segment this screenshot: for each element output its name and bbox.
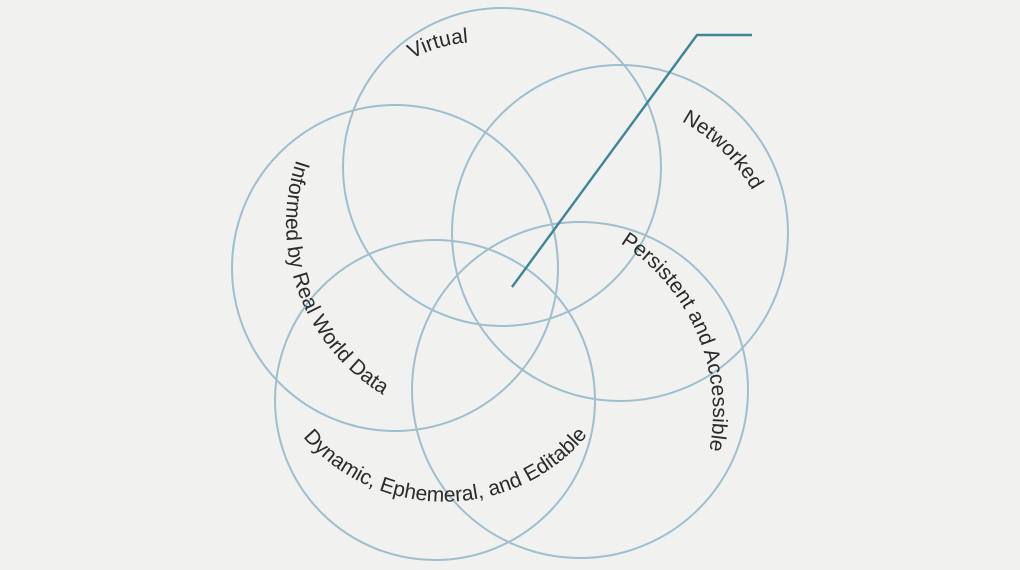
label-virtual: Virtual <box>404 25 469 64</box>
label-persistent-text: Persistent and Accessible <box>617 228 731 453</box>
pointer-line <box>511 33 752 288</box>
petal-informed <box>231 104 559 432</box>
label-dynamic: Dynamic, Ephemeral, and Editable <box>299 423 591 507</box>
petal-dynamic <box>274 239 596 561</box>
label-networked-text: Networked <box>679 106 768 194</box>
label-dynamic-text: Dynamic, Ephemeral, and Editable <box>299 423 591 507</box>
label-informed: Informed by Real World Data <box>281 158 393 399</box>
label-persistent: Persistent and Accessible <box>617 228 731 453</box>
label-networked: Networked <box>679 106 768 194</box>
petal-persistent <box>411 221 749 559</box>
petal-virtual <box>342 7 662 327</box>
label-informed-text: Informed by Real World Data <box>281 158 393 399</box>
label-virtual-text: Virtual <box>404 25 469 64</box>
petal-networked <box>451 64 789 402</box>
petal-circles <box>231 7 789 561</box>
